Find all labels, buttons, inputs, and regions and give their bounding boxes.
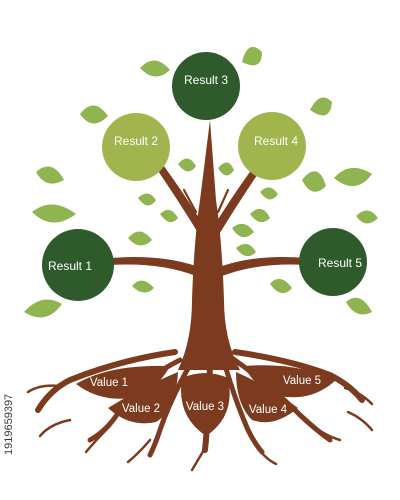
value-pod-2	[108, 372, 178, 424]
value-labels: Value 1 Value 2 Value 3 Value 4 Value 5	[90, 375, 321, 416]
leaf	[334, 167, 372, 187]
root	[253, 442, 278, 466]
result-circle-4	[238, 112, 306, 180]
branch-right-mid	[214, 158, 266, 236]
leaf	[140, 60, 170, 77]
root	[147, 362, 193, 458]
value-label-3: Value 3	[186, 401, 224, 413]
leaf	[32, 204, 76, 223]
root	[343, 386, 374, 406]
branch-right-low	[222, 257, 306, 276]
root	[308, 422, 342, 442]
value-pods	[76, 365, 336, 436]
value-pod-3	[181, 373, 230, 436]
leaf	[132, 280, 154, 293]
root	[26, 384, 62, 394]
root	[346, 410, 374, 432]
root	[190, 446, 207, 472]
leaf	[36, 166, 64, 184]
leaf	[250, 208, 270, 223]
result-circle-2	[102, 113, 170, 181]
leaf	[128, 231, 152, 246]
results: Result 1 Result 2 Result 3 Result 4 Resu…	[42, 52, 367, 301]
leaf	[236, 243, 256, 257]
leaf	[178, 158, 196, 172]
branch-left-mid	[152, 158, 204, 236]
root	[35, 349, 178, 413]
result-label-4: Result 4	[254, 134, 298, 148]
leaves	[24, 46, 378, 318]
branch-left-low	[110, 257, 196, 276]
trunk	[110, 120, 306, 370]
value-label-2: Value 2	[122, 403, 160, 415]
twig	[216, 188, 230, 214]
leaf	[138, 193, 156, 206]
leaf	[302, 171, 326, 192]
value-pod-5	[244, 365, 336, 398]
leaf	[218, 162, 234, 176]
result-label-1: Result 1	[48, 259, 92, 273]
root	[38, 418, 72, 438]
leaf	[232, 223, 254, 238]
leaf	[242, 46, 262, 66]
root	[126, 438, 152, 464]
leaf	[160, 209, 178, 223]
root	[84, 424, 112, 454]
twig	[182, 188, 198, 214]
leaf	[356, 210, 378, 224]
trunk-body	[178, 120, 240, 370]
leaf	[80, 105, 108, 124]
watermark-id: 1919659397	[3, 394, 15, 455]
result-label-5: Result 5	[318, 256, 362, 270]
result-circle-1	[42, 229, 114, 301]
value-pod-4	[236, 372, 298, 423]
leaf	[260, 187, 278, 200]
value-label-1: Value 1	[90, 377, 128, 389]
result-label-3: Result 3	[184, 73, 228, 87]
leaf	[346, 297, 372, 315]
leaf	[24, 299, 62, 318]
result-circle-3	[172, 52, 240, 120]
result-circle-5	[299, 228, 367, 296]
value-label-4: Value 4	[249, 404, 288, 416]
result-label-2: Result 2	[114, 134, 158, 148]
value-label-5: Value 5	[283, 375, 321, 387]
leaf	[270, 278, 292, 294]
leaf	[310, 97, 332, 116]
